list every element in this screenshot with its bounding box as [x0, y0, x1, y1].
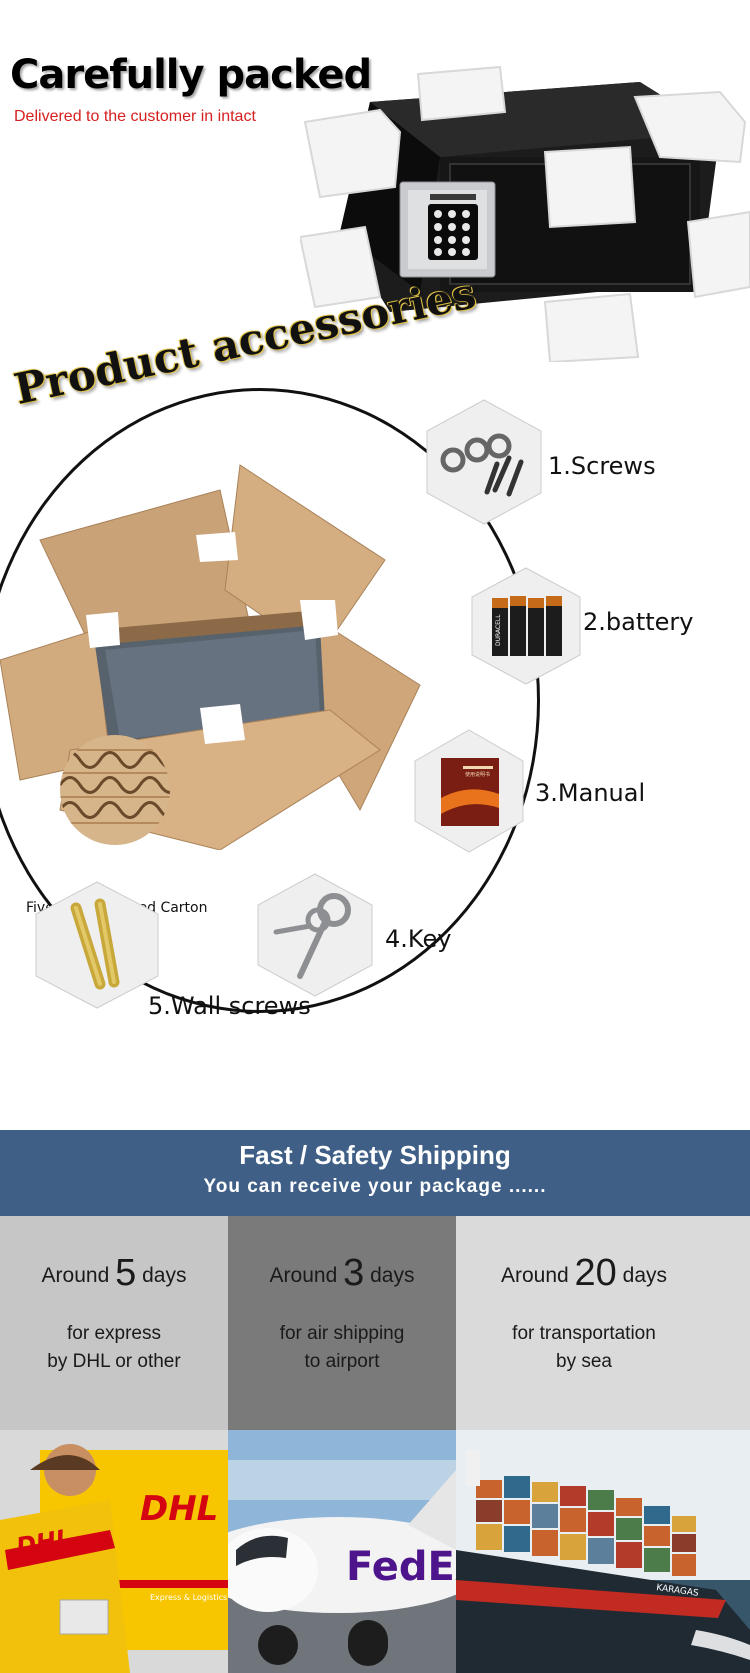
screws-image: [425, 398, 543, 526]
express-description: for express by DHL or other: [47, 1323, 181, 1372]
air-days-number: 3: [343, 1252, 365, 1294]
dhl-courier-photo: DHL Express & Logistics DHL: [0, 1430, 228, 1673]
fedex-plane-photo: FedEx: [228, 1430, 456, 1673]
cargo-ship-photo: KARAGAS: [456, 1430, 750, 1673]
air-duration: Around 3 days: [269, 1252, 415, 1294]
accessories-circle: [0, 388, 540, 1013]
packing-title: Carefully packed: [10, 52, 372, 98]
shipping-title: Fast / Safety Shipping: [239, 1140, 511, 1170]
accessory-label-wall-screws: 5.Wall screws: [148, 992, 311, 1020]
wall-screws-image: [34, 880, 160, 1010]
dhl-van-logo: DHL: [140, 1489, 218, 1529]
express-days-number: 5: [115, 1252, 137, 1294]
shipping-subtitle: You can receive your package ......: [203, 1176, 547, 1197]
sea-description: for transportation by sea: [512, 1323, 656, 1372]
shipping-header: [0, 1130, 750, 1216]
battery-brand-text: DURACELL: [495, 614, 502, 646]
sea-days-number: 20: [574, 1252, 617, 1294]
accessory-label-screws: 1.Screws: [548, 452, 656, 480]
carton-image: [0, 450, 430, 851]
corrugated-detail-image: [60, 735, 170, 845]
accessory-label-key: 4.Key: [385, 925, 452, 953]
manual-image: 使用说明书: [413, 728, 525, 854]
air-description: for air shipping to airport: [279, 1323, 405, 1372]
fedex-logo: FedEx: [346, 1544, 456, 1590]
accessory-label-manual: 3.Manual: [535, 779, 646, 807]
express-duration: Around 5 days: [41, 1252, 187, 1294]
key-image: [256, 872, 374, 998]
manual-cover-text: 使用说明书: [465, 771, 490, 778]
packed-safe-image: [298, 62, 750, 364]
dhl-van-text: Express & Logistics: [150, 1593, 227, 1602]
shipping-option-express: Around 5 days for express by DHL or othe…: [0, 1216, 228, 1430]
battery-image: DURACELL: [470, 566, 582, 686]
shipping-option-air: Around 3 days for air shipping to airpor…: [228, 1216, 456, 1430]
shipping-option-sea: Around 20 days for transportation by sea: [456, 1216, 750, 1430]
sea-duration: Around 20 days: [500, 1252, 668, 1294]
packing-subtitle: Delivered to the customer in intact: [14, 108, 256, 125]
accessory-label-battery: 2.battery: [583, 608, 694, 636]
